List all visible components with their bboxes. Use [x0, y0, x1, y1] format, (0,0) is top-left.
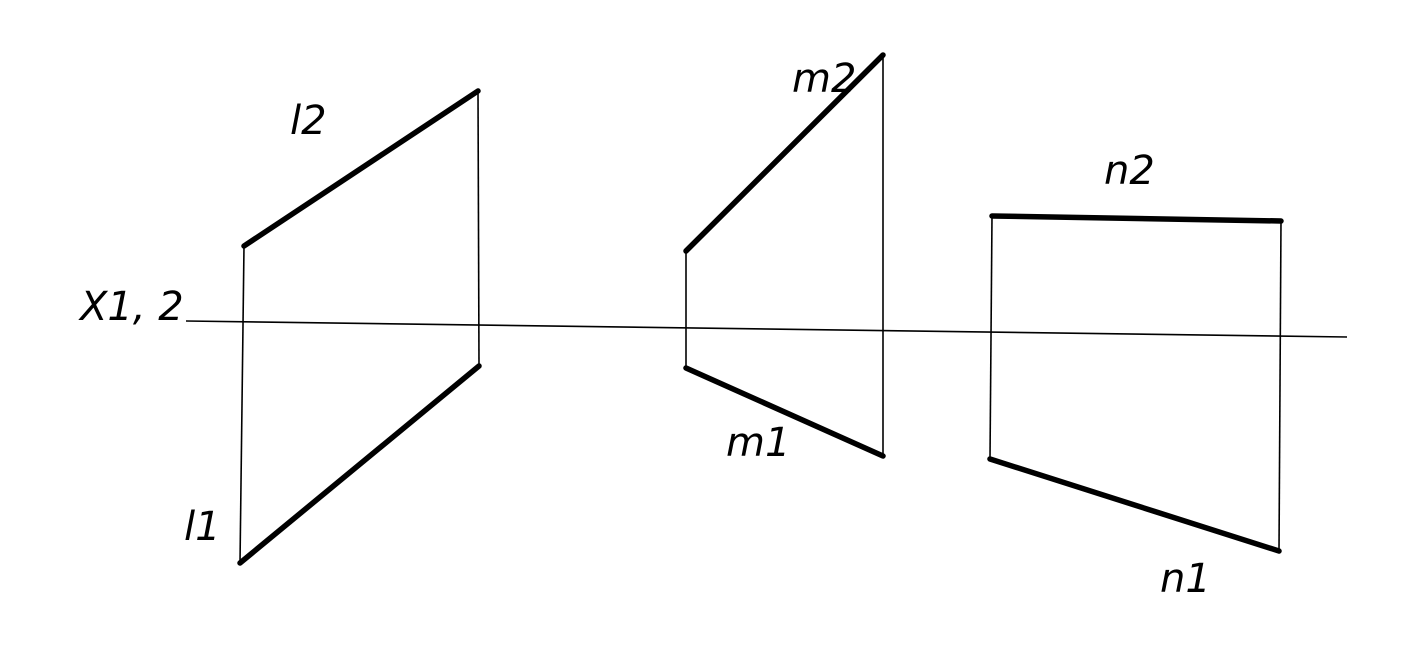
label-l2: l2: [290, 98, 327, 144]
label-m1: m1: [726, 420, 790, 466]
connector-n-right: [1278, 220, 1282, 552]
projection-axis-x12: [185, 320, 1348, 338]
connector-l-left: [239, 245, 245, 564]
line-m1: [683, 365, 886, 459]
line-n2: [989, 213, 1284, 224]
line-n1: [987, 456, 1282, 554]
label-n1: n1: [1160, 556, 1211, 602]
line-m2: [683, 52, 886, 254]
label-n2: n2: [1104, 148, 1155, 194]
line-l1: [237, 363, 482, 566]
connector-n-left: [989, 215, 993, 460]
line-l2: [241, 88, 481, 249]
connector-l-right: [477, 90, 480, 367]
label-m2: m2: [792, 56, 856, 102]
label-l1: l1: [184, 504, 221, 550]
axis-label-x12: X1, 2: [78, 284, 184, 330]
